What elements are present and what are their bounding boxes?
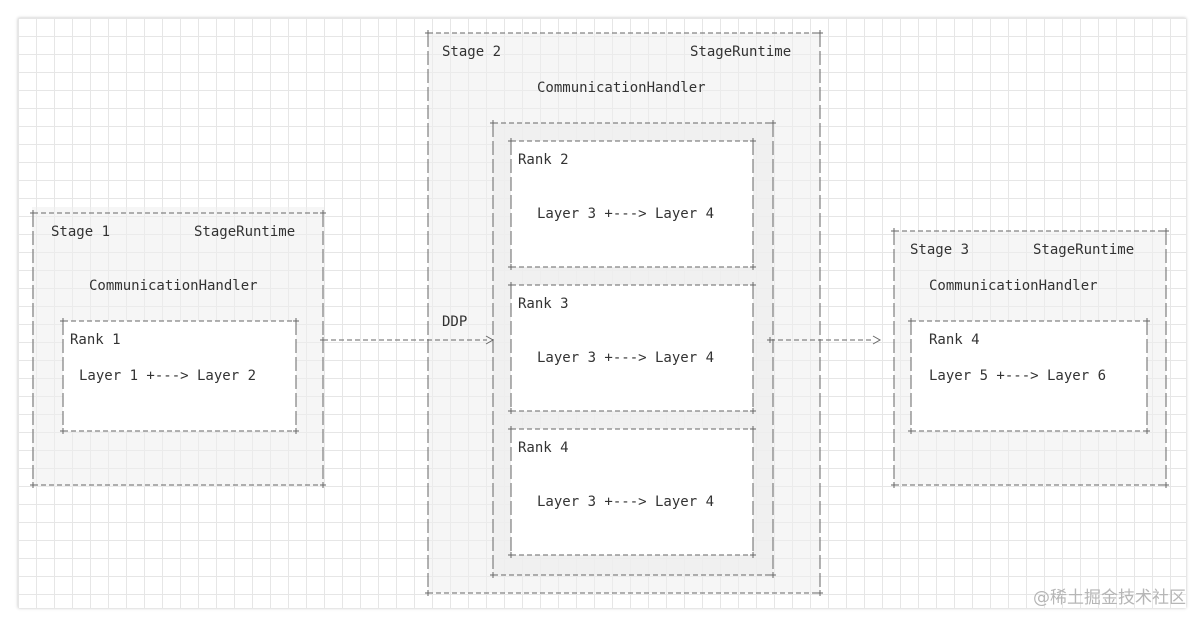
stage-2-runtime: StageRuntime (690, 44, 792, 60)
stage-3-layers: Layer 5 +---> Layer 6 (929, 368, 1107, 384)
rank-4-stage3-border-corner-bl (908, 428, 914, 434)
watermark: @稀土掘金技术社区 (1033, 588, 1186, 608)
stage-2-rank-3: Rank 3 (518, 296, 569, 312)
rank-4-border-hlines (511, 428, 753, 556)
rank-4-border-vlines (510, 429, 754, 555)
rank-2-border-fill (511, 141, 753, 267)
rank-4-border-fill (511, 429, 753, 555)
stage-3-runtime: StageRuntime (1033, 242, 1135, 258)
stage-2-rank-4-layers: Layer 3 +---> Layer 4 (537, 494, 715, 510)
rank-2-border-corner-tr (750, 138, 756, 144)
stage-2-rank-4: Rank 4 (518, 440, 569, 456)
rank-4-border-corner-tr (750, 426, 756, 432)
stage-3-border-corner-br (1163, 482, 1169, 488)
rank-3-border-hlines (511, 284, 753, 412)
rank-4-stage3-border-corner-tr (1144, 318, 1150, 324)
rank-2-border-hlines (511, 140, 753, 268)
rank-2-border-corner-br (750, 264, 756, 270)
rank-3-border-vlines (510, 285, 754, 411)
stage-3-border-hlines (894, 230, 1166, 486)
stage-2-border-corner-bl (425, 590, 431, 596)
rank-4-stage3-border-fill (911, 321, 1147, 431)
rank-4-border-corner-br (750, 552, 756, 558)
ddp-label: DDP (442, 314, 468, 330)
rank-1-border-fill (63, 321, 296, 431)
rank-1-border-corner-br (293, 428, 299, 434)
stage-1-border-corner-tl (30, 210, 36, 216)
stage-2-handler: CommunicationHandler (537, 80, 706, 96)
stage-2-rank-group-border-corner-br (770, 572, 776, 578)
rank-3-border-corner-bl (508, 408, 514, 414)
rank-2-border-corner-bl (508, 264, 514, 270)
rank-4-border-corner-tl (508, 426, 514, 432)
stage-1-handler: CommunicationHandler (89, 278, 258, 294)
rank-4-stage3-border-corner-br (1144, 428, 1150, 434)
stage-2-border-hlines (428, 32, 820, 594)
stage-1-layers: Layer 1 +---> Layer 2 (79, 368, 257, 384)
stage-3-border-corner-tl (891, 228, 897, 234)
rank-3-border-corner-tl (508, 282, 514, 288)
stage-2-rank-2: Rank 2 (518, 152, 569, 168)
rank-1-border-corner-bl (60, 428, 66, 434)
rank-4-stage3-border-vlines (910, 321, 1148, 431)
stage-1-border-corner-tr (320, 210, 326, 216)
stage-1-border-vlines (32, 213, 324, 485)
rank-2-border-corner-tl (508, 138, 514, 144)
stage-3-title: Stage 3 (910, 242, 970, 258)
stage-1-border-hlines (33, 212, 323, 486)
rank-2-border-vlines (510, 141, 754, 267)
stage-2-rank-group-border-vlines (492, 123, 774, 575)
arrow-stage1-to-stage2-start (320, 337, 326, 343)
stage-3-border-vlines (893, 231, 1167, 485)
stage-2-title: Stage 2 (442, 44, 502, 60)
stage-2-border-corner-tl (425, 30, 431, 36)
rank-4-stage3-border-corner-tl (908, 318, 914, 324)
rank-1-border-corner-tl (60, 318, 66, 324)
stage-1-runtime: StageRuntime (194, 224, 296, 240)
stage-3-handler: CommunicationHandler (929, 278, 1098, 294)
rank-3-border-fill (511, 285, 753, 411)
stage-2-rank-group-border-corner-bl (490, 572, 496, 578)
stage-2-border-corner-br (817, 590, 823, 596)
arrow-stage2-to-stage3-start (767, 337, 773, 343)
arrow-stage1-to-stage2-head (485, 335, 495, 345)
rank-3-border-corner-tr (750, 282, 756, 288)
diagram-canvas: Stage 1 StageRuntime CommunicationHandle… (18, 18, 1186, 608)
stage-1-border-corner-br (320, 482, 326, 488)
stage-3-rank: Rank 4 (929, 332, 980, 348)
stage-3-border-corner-bl (891, 482, 897, 488)
stage-2-border-vlines (427, 33, 821, 593)
stage-2-rank-group-border-hlines (493, 122, 773, 576)
stage-2-rank-2-layers: Layer 3 +---> Layer 4 (537, 206, 715, 222)
rank-4-stage3-border-hlines (911, 320, 1147, 432)
arrow-stage2-to-stage3-head (872, 335, 882, 345)
stage-2-rank-3-layers: Layer 3 +---> Layer 4 (537, 350, 715, 366)
stage-3-border-corner-tr (1163, 228, 1169, 234)
rank-1-border-hlines (63, 320, 296, 432)
stage-1-title: Stage 1 (51, 224, 111, 240)
stage-1-rank: Rank 1 (70, 332, 121, 348)
stage-2-rank-group-border-corner-tr (770, 120, 776, 126)
rank-4-border-corner-bl (508, 552, 514, 558)
rank-1-border-vlines (62, 321, 297, 431)
diagram-lines (30, 30, 1169, 596)
rank-1-border-corner-tr (293, 318, 299, 324)
stage-1-border-corner-bl (30, 482, 36, 488)
stage-2-border-corner-tr (817, 30, 823, 36)
stage-2-rank-group-border-corner-tl (490, 120, 496, 126)
rank-3-border-corner-br (750, 408, 756, 414)
